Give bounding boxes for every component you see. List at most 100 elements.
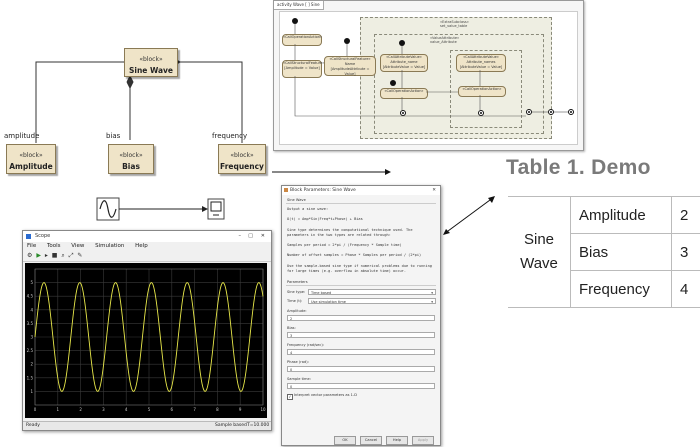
activity-flows (294, 24, 568, 117)
initial-node (399, 40, 405, 46)
x-tick-label: 2 (79, 407, 82, 412)
node-label: «CallStructuralFeature» (283, 61, 325, 65)
amplitude-label: Amplitude: (287, 309, 307, 313)
initial-node (390, 80, 396, 86)
final-node (400, 110, 406, 116)
group-cell: Sine Wave (508, 196, 571, 308)
block-parameters-dialog: Block Parameters: Sine Wave ✕ Sine Wave … (281, 185, 441, 446)
section-title: Sine Wave (287, 198, 306, 202)
desc-line: Samples per period = 2*pi / (Frequency *… (287, 243, 402, 247)
table-row: Sine Wave Amplitude 2 (508, 196, 700, 308)
action-node[interactable]: «CallStructuralFeature»Name[AmplitudeAtt… (324, 56, 376, 76)
action-node[interactable]: «CallAttributeValue»Attribute_names[Attr… (456, 54, 506, 72)
zoom-icon[interactable]: ⌕ (61, 252, 66, 259)
node-label: «CallAttributeValue» (386, 55, 422, 59)
ok-button[interactable]: OK (334, 436, 356, 445)
scope-app-icon (26, 234, 31, 239)
cancel-button[interactable]: Cancel (360, 436, 382, 445)
scope-statusbar: Ready Sample based T=10.000 (23, 421, 271, 430)
inner-region-title: «ValueAttribute» (430, 36, 460, 40)
x-tick-label: 3 (102, 407, 105, 412)
sine-series-line (34, 282, 264, 392)
status-time: T=10.000 (247, 423, 270, 428)
close-icon[interactable]: ✕ (260, 233, 265, 239)
action-node[interactable]: «CallOperationAction» (458, 86, 506, 97)
sine-type-select[interactable]: Time based ▾ (308, 289, 436, 295)
role-bias: bias (106, 132, 121, 140)
role-frequency: frequency (212, 132, 248, 140)
initial-node (292, 18, 298, 24)
block-name: Sine Wave (128, 66, 174, 75)
frequency-field[interactable]: 4 (287, 349, 435, 355)
step-icon[interactable]: ▸ (44, 252, 49, 259)
group-label: Wave (520, 255, 558, 272)
stop-icon[interactable]: ■ (51, 252, 59, 259)
menu-file[interactable]: File (27, 243, 37, 249)
amplitude-field[interactable]: 2 (287, 315, 435, 321)
initial-node (344, 38, 350, 44)
divider (286, 285, 436, 286)
menu-simulation[interactable]: Simulation (95, 243, 125, 249)
activity-diagram-window: activity Wave [ ] Sine «ExtraSubclass» s… (273, 0, 584, 151)
table-row: Frequency 4 (508, 270, 700, 308)
parameters-heading: Parameters (287, 280, 308, 284)
time-select[interactable]: Use simulation time ▾ (308, 298, 436, 304)
action-node[interactable]: «CallOperationAction» (282, 34, 322, 46)
action-node[interactable]: «CallOperationAction» (380, 88, 428, 99)
param-name-cell: Bias (570, 233, 672, 271)
x-tick-label: 8 (216, 407, 219, 412)
chevron-down-icon: ▾ (431, 300, 433, 304)
node-label: «CallAttributeValue» (463, 55, 499, 59)
action-node[interactable]: «CallStructuralFeature»[Amplitude = Valu… (282, 60, 325, 78)
node-label: [AmplitudeAttribute = Value] (330, 67, 370, 76)
node-label: «CallStructuralFeature» (329, 57, 371, 61)
inner-region-name: value_Attribute (430, 40, 457, 44)
y-tick-label: 2.5 (27, 348, 34, 353)
phase-field[interactable]: 0 (287, 366, 435, 372)
interpret-checkbox[interactable]: ✓ (287, 394, 293, 400)
final-node (526, 109, 532, 115)
y-tick-label: 3.5 (27, 321, 34, 326)
bias-field[interactable]: 3 (287, 332, 435, 338)
param-value-cell: 2 (671, 196, 700, 234)
help-button[interactable]: Help (386, 436, 408, 445)
menu-help[interactable]: Help (135, 243, 148, 249)
simulink-model (96, 197, 225, 221)
chevron-down-icon: ▾ (431, 291, 433, 295)
param-value-cell: 4 (671, 270, 700, 308)
scope-window: Scope – □ ✕ File Tools View Simulation H… (22, 230, 272, 431)
desc-line: for large times (e.g. overflow in absolu… (287, 269, 406, 273)
stereotype: «block» (119, 152, 143, 159)
minimize-icon[interactable]: – (238, 233, 242, 239)
x-tick-label: 4 (125, 407, 128, 412)
node-label: [AttributeValue = Value] (382, 65, 426, 69)
menu-tools[interactable]: Tools (46, 243, 61, 249)
status-ready: Ready (26, 423, 40, 428)
maximize-icon[interactable]: □ (248, 233, 253, 239)
run-icon[interactable]: ▶ (36, 252, 42, 259)
settings-icon[interactable]: ⚙ (27, 252, 34, 259)
table-row: Bias 3 (508, 233, 700, 271)
action-node[interactable]: «CallAttributeValue»Attribute_name[Attri… (380, 54, 428, 72)
y-tick-label: 1 (30, 389, 33, 394)
desc-line: Use the sample-based sine type if numeri… (287, 264, 432, 268)
node-label: «CallOperationAction» (384, 89, 424, 93)
window-title: Scope (35, 233, 51, 239)
sample-time-field[interactable]: 0 (287, 383, 435, 389)
activity-tab[interactable]: activity Wave [ ] Sine (274, 1, 324, 10)
apply-button[interactable]: Apply (412, 436, 434, 445)
cursor-icon[interactable]: ✎ (77, 252, 84, 259)
node-label: [Amplitude = Value] (284, 66, 320, 70)
x-tick-label: 7 (193, 407, 196, 412)
autoscale-icon[interactable]: ⤢ (68, 252, 75, 259)
block-frequency: «block» Frequency (218, 144, 266, 174)
x-tick-label: 0 (34, 407, 37, 412)
close-icon[interactable]: ✕ (432, 188, 436, 193)
node-label: [AttributeValue = Value] (459, 65, 503, 69)
scope-toolbar: ⚙ ▶ ▸ ■ ⌕ ⤢ ✎ (23, 251, 271, 262)
menu-view[interactable]: View (71, 243, 85, 249)
activity-canvas: «ExtraSubclass» set_value_table «ValueAt… (279, 11, 578, 145)
